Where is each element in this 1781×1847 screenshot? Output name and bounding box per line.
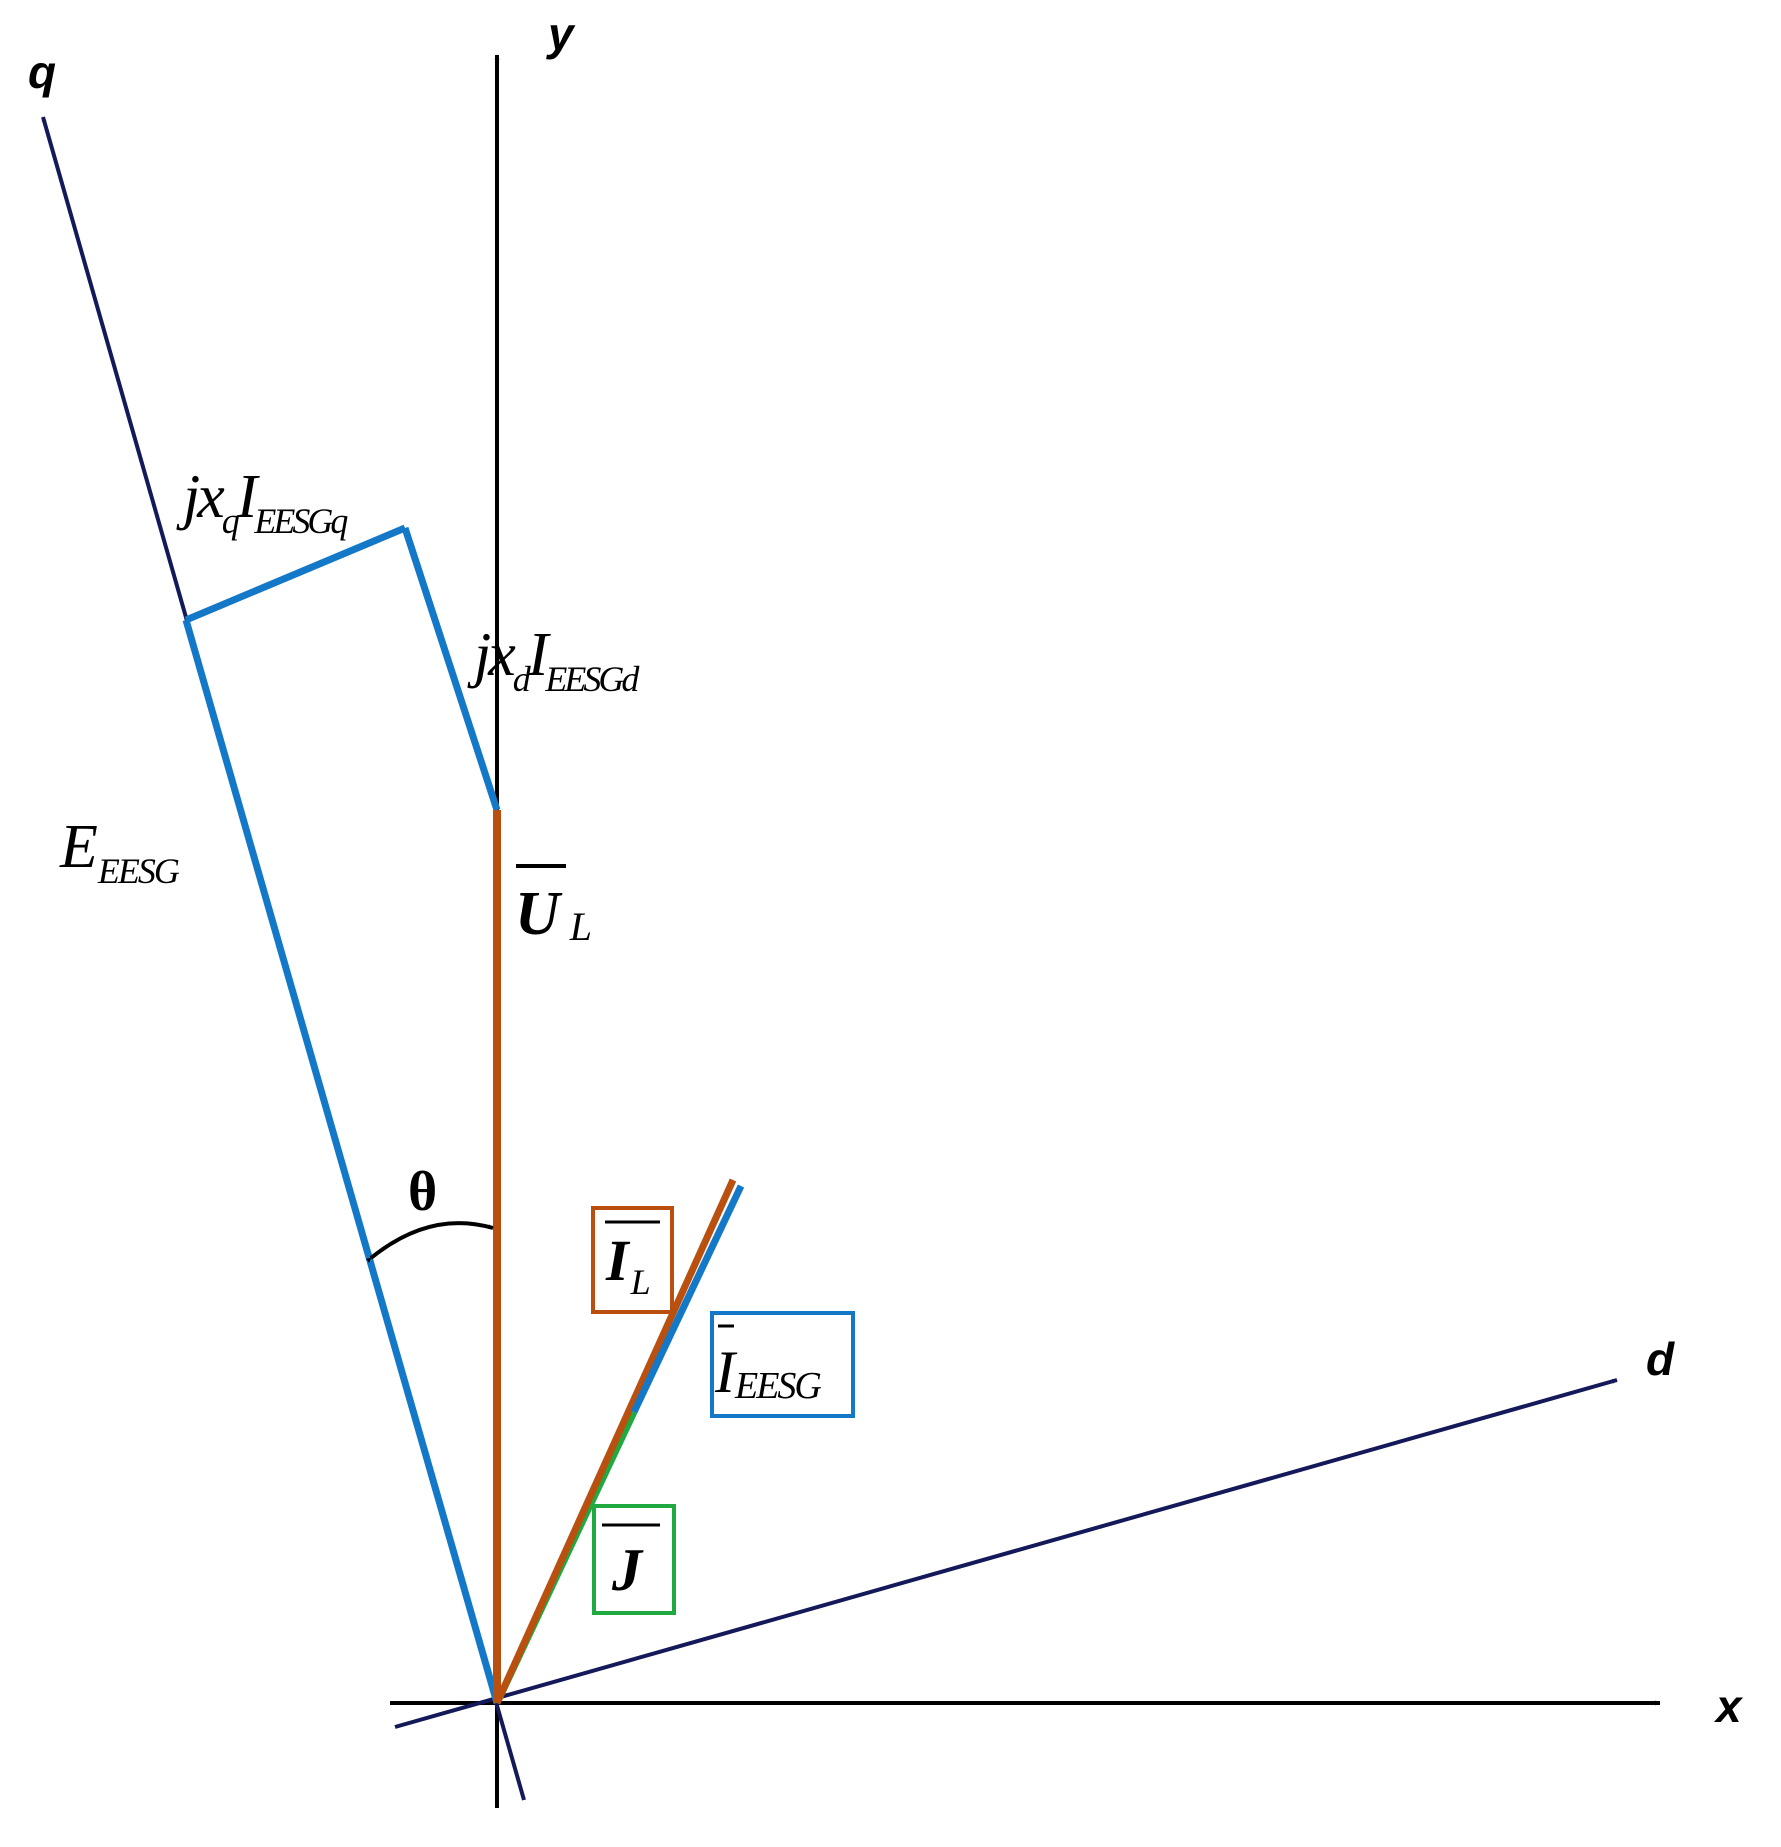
jxd-pre: jx [467, 621, 516, 689]
j-label: J [611, 1537, 644, 1603]
i-l-label: IL [605, 1228, 651, 1302]
u-l-sub: L [569, 904, 592, 949]
jxd-label: jxdIEESGd [467, 621, 640, 699]
i-l-label-box [591, 1206, 674, 1314]
q-axis-label: q [28, 46, 56, 98]
jxq-sub2: EESGq [253, 501, 348, 541]
e-eesg-main: E [59, 813, 98, 881]
i-eesg-sub: EESG [734, 1365, 821, 1407]
theta-arc [365, 1221, 494, 1263]
y-axis-label: y [546, 8, 576, 60]
j-label-box [592, 1504, 676, 1615]
jxq-label: jxqIEESGq [176, 463, 348, 541]
e-eesg-label: EEESG [59, 813, 180, 891]
i-eesg-main: I [714, 1339, 738, 1405]
i-eesg-label: IEESG [714, 1339, 821, 1407]
i-l-vector [493, 1178, 737, 1705]
jxd-sub2: EESGd [544, 659, 640, 699]
theta-label: θ [408, 1161, 437, 1223]
x-axis-label: x [1713, 1680, 1744, 1732]
jxq-pre: jx [176, 463, 225, 531]
i-eesg-label-box [710, 1311, 855, 1418]
jxq-iesgq-vector [184, 524, 407, 624]
i-l-main: I [605, 1228, 631, 1293]
d-axis-label: d [1646, 1333, 1675, 1385]
jxd-iesgd-vector [401, 526, 501, 812]
u-l-main: U [515, 880, 563, 948]
i-eesg-vector [630, 1184, 745, 1414]
d-axis-line [394, 1378, 1618, 1729]
i-l-sub: L [630, 1262, 651, 1302]
e-eesg-vector [182, 619, 501, 1704]
e-eesg-sub: EESG [97, 851, 180, 891]
